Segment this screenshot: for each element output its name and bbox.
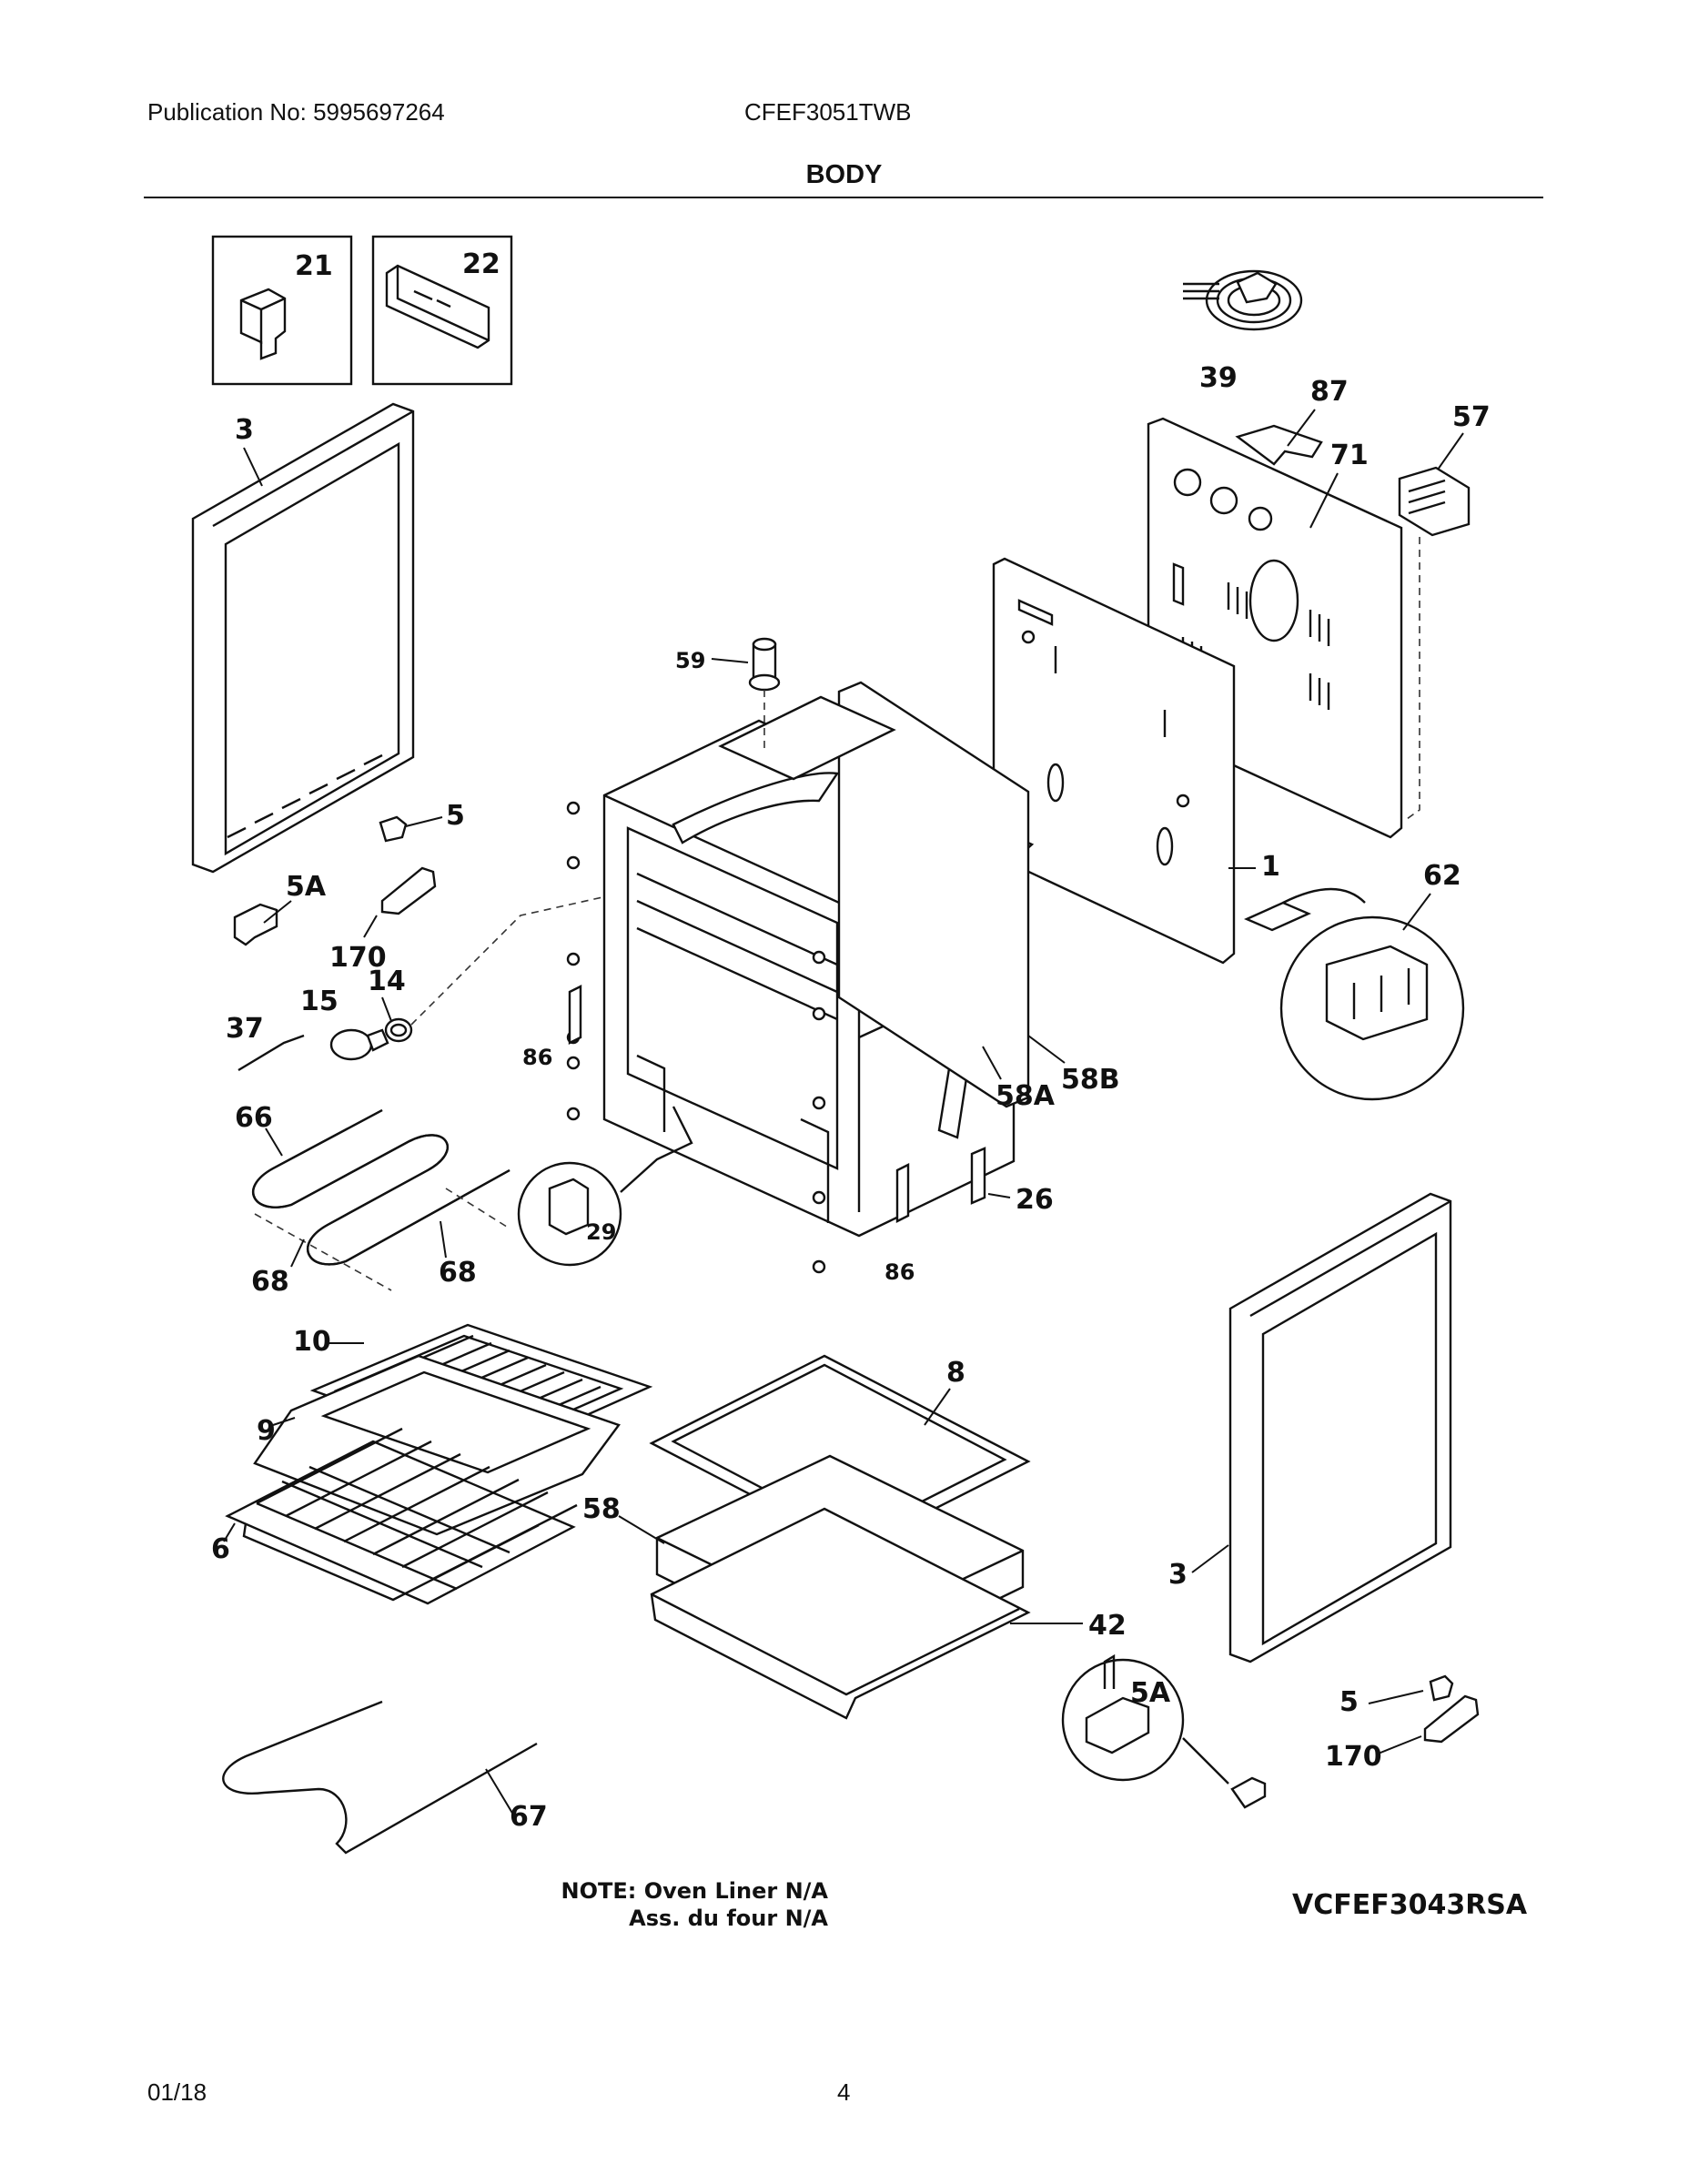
callout-21: 21 [295,250,333,282]
callout-170-left: 170 [329,942,387,974]
callout-71: 71 [1330,440,1369,471]
model-number: CFEF3051TWB [744,98,912,126]
lamp-bulb-15[interactable] [329,1028,389,1061]
callout-22: 22 [462,248,500,280]
vent-cover-57[interactable] [1398,466,1471,537]
callout-68-left: 68 [251,1266,289,1298]
note-oven-liner-en: NOTE: Oven Liner N/A [561,1878,828,1904]
callout-87: 87 [1310,376,1349,408]
drawing-code: VCFEF3043RSA [1292,1889,1528,1921]
callout-42: 42 [1088,1610,1127,1642]
lamp-lens-14[interactable] [384,1017,413,1043]
callout-58B: 58B [1061,1064,1120,1096]
side-panel-left[interactable] [191,402,415,874]
callout-68-right: 68 [439,1257,477,1289]
oven-rack-6[interactable] [225,1427,578,1605]
callout-86-upper: 86 [522,1045,552,1070]
wire-68-right[interactable] [445,1188,510,1229]
callout-1: 1 [1261,851,1280,883]
terminal-block-62[interactable] [1244,887,1465,1101]
callout-14: 14 [368,966,406,997]
callout-39: 39 [1199,362,1238,394]
callout-5A-right: 5A [1130,1677,1171,1709]
callout-58A: 58A [996,1080,1056,1112]
wire-37[interactable] [238,1034,305,1072]
callout-3-left: 3 [235,414,254,446]
clip-86-lower[interactable] [895,1163,910,1223]
callout-170-right: 170 [1325,1741,1382,1773]
callout-86-lower: 86 [884,1259,915,1285]
page-number: 4 [837,2078,851,2106]
callout-15: 15 [300,986,339,1017]
hinge-5A-left[interactable] [233,903,278,946]
insulation-blanket-58B[interactable] [718,681,1030,1108]
wire-68-left[interactable] [254,1213,392,1291]
hinge-bracket-170-left[interactable] [380,866,437,915]
inset-part-22[interactable] [371,235,513,386]
callout-5-left: 5 [446,800,465,832]
vent-tube-59[interactable] [748,637,781,692]
inset-part-21[interactable] [211,235,353,386]
hinge-bracket-170-right[interactable] [1423,1694,1480,1744]
callout-59: 59 [675,648,705,673]
bracket-87[interactable] [1235,424,1323,466]
footer-date: 01/18 [147,2078,207,2106]
publication-number: Publication No: 5995697264 [147,98,445,126]
callout-58: 58 [582,1493,621,1525]
bake-element-67[interactable] [222,1700,538,1855]
hinge-5A-right-detail[interactable] [1061,1653,1185,1782]
callout-3-right: 3 [1168,1559,1188,1591]
side-panel-right[interactable] [1228,1192,1452,1663]
header-rule [144,197,1543,198]
power-cord[interactable] [1183,269,1303,331]
callout-6: 6 [211,1533,230,1565]
exploded-parts-diagram: 21 22 39 87 57 71 [191,235,1491,1855]
callout-9: 9 [257,1415,276,1447]
callout-5-right: 5 [1339,1686,1359,1718]
broil-element-66[interactable] [252,1108,510,1266]
hinge-pin-5-right[interactable] [1429,1674,1454,1702]
clip-86-upper[interactable] [568,985,582,1045]
broil-pan-9[interactable] [253,1354,621,1536]
callout-5A-left: 5A [286,871,327,903]
callout-62: 62 [1423,860,1461,892]
bracket-29-detail[interactable] [517,1106,693,1267]
callout-10: 10 [293,1326,331,1358]
callout-67: 67 [510,1801,548,1833]
bottom-tray-42[interactable] [650,1507,1031,1720]
callout-8: 8 [946,1357,965,1389]
callout-57: 57 [1452,401,1491,433]
callout-26: 26 [1016,1184,1054,1216]
hinge-base-right[interactable] [1230,1776,1267,1809]
callout-37: 37 [226,1013,264,1045]
note-oven-liner-fr: Ass. du four N/A [629,1906,828,1931]
clip-26[interactable] [970,1147,986,1205]
section-title: BODY [805,160,883,189]
hinge-pin-5-left[interactable] [379,815,408,843]
callout-29: 29 [586,1219,616,1245]
